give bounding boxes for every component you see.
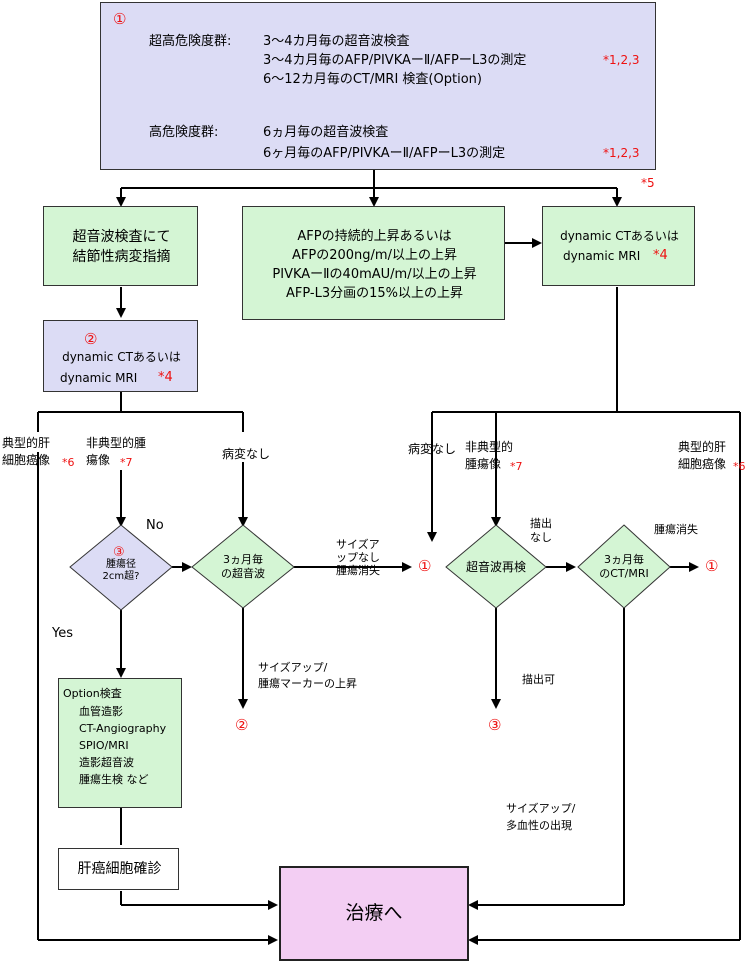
ultrasound-nodule-box: 超音波検査にて 結節性病変指摘 xyxy=(43,206,198,286)
size-up-none-line3: 腫瘍消失 xyxy=(336,564,380,577)
label-yes: Yes xyxy=(52,626,73,641)
treatment-label: 治療へ xyxy=(345,902,403,924)
right-typical-line1: 典型的肝 xyxy=(678,440,727,454)
target-3: ③ xyxy=(488,716,502,734)
size-up-vascular-line1: サイズアップ/ xyxy=(506,802,576,815)
left-atypical-line1: 非典型的腫 xyxy=(86,436,147,450)
left-no-lesion: 病変なし xyxy=(222,447,271,461)
note-5: *5 xyxy=(641,176,655,190)
option-item: 腫瘍生検 など xyxy=(79,773,149,786)
surveillance-box: ① 超高危険度群: 3～4カ月毎の超音波検査 3～4カ月毎のAFP/PIVKAー… xyxy=(100,2,656,170)
dynamic-right-note: *4 xyxy=(653,248,668,263)
target-1-right: ① xyxy=(705,557,719,575)
diamond-ct3-shape xyxy=(577,524,671,609)
right-atypical-note: *7 xyxy=(510,460,523,473)
left-typical-note: *6 xyxy=(62,456,75,469)
dynamic-left-line1: dynamic CTあるいは xyxy=(62,350,181,364)
group1-line2: 3～4カ月毎のAFP/PIVKAーⅡ/AFPーL3の測定 xyxy=(263,53,527,68)
treatment-box: 治療へ xyxy=(279,866,469,961)
dynamic-left-note: *4 xyxy=(158,370,173,385)
group2-line2-note: *1,2,3 xyxy=(603,146,640,160)
ultrasound-line1: 超音波検査にて xyxy=(72,229,171,245)
option-item: SPIO/MRI xyxy=(79,739,129,752)
target-1-mid: ① xyxy=(418,557,432,575)
left-typical-line1: 典型的肝 xyxy=(2,436,51,450)
afp-line2: AFPの200ng/m/以上の上昇 xyxy=(292,248,457,263)
afp-line3: PIVKAーⅡの40mAU/m/以上の上昇 xyxy=(272,267,477,282)
tumor-gone-label: 腫瘍消失 xyxy=(654,523,698,536)
afp-rise-box: AFPの持続的上昇あるいは AFPの200ng/m/以上の上昇 PIVKAーⅡの… xyxy=(242,206,505,320)
not-detected-line1: 描出 xyxy=(530,517,552,530)
size-up-vascular-line2: 多血性の出現 xyxy=(506,819,572,832)
diamond-us3-line1: 3ヵ月毎 xyxy=(223,553,263,566)
ultrasound-line2: 結節性病変指摘 xyxy=(72,249,171,265)
dynamic-left-line2: dynamic MRI xyxy=(60,371,138,385)
group1-line1: 3～4カ月毎の超音波検査 xyxy=(263,34,410,49)
size-up-none-line2: ップなし xyxy=(336,551,380,564)
option-item: 造影超音波 xyxy=(79,756,134,769)
not-detected-line2: なし xyxy=(530,531,552,544)
right-atypical-line1: 非典型的 xyxy=(465,440,514,454)
diamond-us3-line2: の超音波 xyxy=(221,567,265,580)
option-exam-box: Option検査 血管造影 CT-Angiography SPIO/MRI 造影… xyxy=(58,678,182,808)
label-no: No xyxy=(146,518,164,533)
left-typical-line2: 細胞癌像 xyxy=(2,453,51,467)
right-no-lesion: 病変なし xyxy=(408,442,457,456)
diamond-us-re-label: 超音波再検 xyxy=(465,560,526,574)
diamond-us-re-shape xyxy=(445,524,547,609)
diamond-us3-shape xyxy=(191,524,295,609)
hcc-confirm-label: 肝癌細胞確診 xyxy=(77,861,162,877)
step-number-2: ② xyxy=(84,330,98,348)
group1-line2-note: *1,2,3 xyxy=(603,53,640,67)
size-up-marker-line2: 腫瘍マーカーの上昇 xyxy=(258,677,357,690)
right-atypical-line2: 腫瘍像 xyxy=(465,457,502,471)
group2-line1: 6ヵ月毎の超音波検査 xyxy=(263,125,389,140)
dynamic-ct-mri-right-box: dynamic CTあるいは dynamic MRI *4 xyxy=(542,206,695,286)
detectable-label: 描出可 xyxy=(522,673,555,686)
afp-line4: AFP-L3分画の15%以上の上昇 xyxy=(285,286,464,301)
option-item: CT-Angiography xyxy=(79,722,167,735)
afp-line1: AFPの持続的上昇あるいは xyxy=(297,229,452,244)
left-atypical-line2: 瘍像 xyxy=(86,453,111,467)
step-number-1: ① xyxy=(113,10,127,28)
option-title: Option検査 xyxy=(63,687,122,700)
dynamic-ct-mri-left-box: ② dynamic CTあるいは dynamic MRI *4 xyxy=(43,320,198,392)
diamond-size-shape xyxy=(69,524,173,611)
diamond-ct3-line2: のCT/MRI xyxy=(599,567,649,580)
left-atypical-note: *7 xyxy=(120,456,133,469)
right-typical-note: *6 xyxy=(733,460,746,473)
size-up-marker-line1: サイズアップ/ xyxy=(258,661,328,674)
hcc-confirm-box: 肝癌細胞確診 xyxy=(58,848,179,890)
dynamic-right-line2: dynamic MRI xyxy=(563,249,641,263)
size-up-none-line1: サイズア xyxy=(336,538,380,551)
right-typical-line2: 細胞癌像 xyxy=(678,457,727,471)
group2-line2: 6ヶ月毎のAFP/PIVKAーⅡ/AFPーL3の測定 xyxy=(263,146,506,161)
diamond-size-line1: 腫瘍径 xyxy=(106,559,136,570)
diamond-size-line2: 2cm超? xyxy=(102,571,140,582)
group1-label: 超高危険度群: xyxy=(149,34,232,49)
group2-label: 高危険度群: xyxy=(149,125,219,140)
diamond-ct3-line1: 3ヵ月毎 xyxy=(604,553,644,566)
group1-line3: 6～12カ月毎のCT/MRI 検査(Option) xyxy=(263,72,482,87)
option-item: 血管造影 xyxy=(79,705,123,718)
dynamic-right-line1: dynamic CTあるいは xyxy=(560,229,679,243)
target-2: ② xyxy=(235,716,249,734)
step-number-3-diamond: ③ xyxy=(113,545,125,560)
